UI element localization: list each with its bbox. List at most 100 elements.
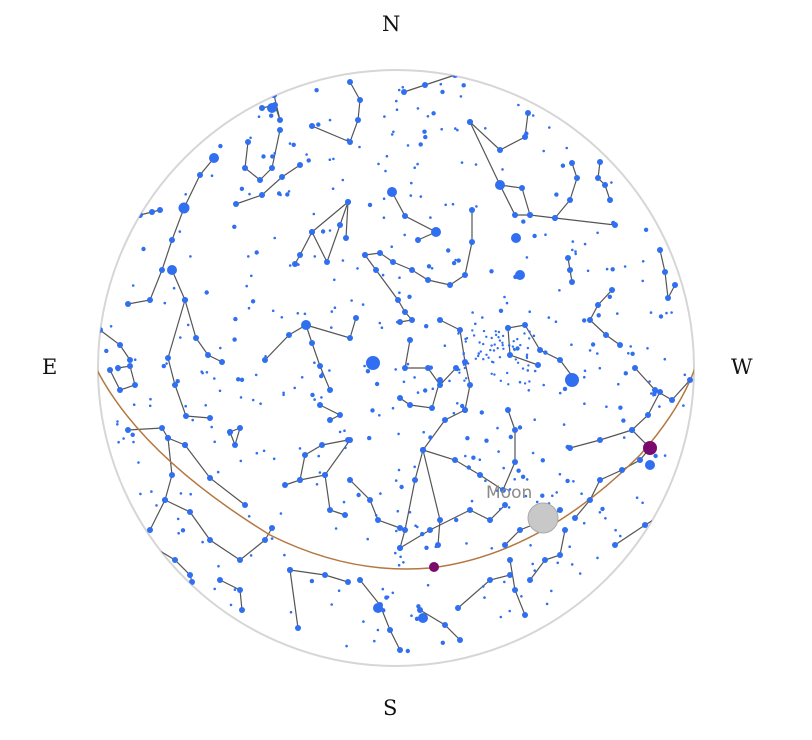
star — [376, 628, 380, 632]
star — [378, 414, 381, 417]
star — [330, 326, 333, 329]
constellation-line — [399, 379, 441, 409]
star — [127, 357, 133, 363]
star — [269, 113, 274, 118]
star — [416, 525, 419, 529]
star — [245, 139, 251, 145]
star — [249, 136, 252, 140]
star — [502, 347, 505, 350]
star — [507, 352, 513, 358]
star — [583, 369, 587, 373]
star — [508, 488, 512, 491]
star — [384, 169, 387, 173]
star — [165, 435, 171, 441]
star — [513, 348, 516, 352]
star — [410, 181, 413, 185]
star — [300, 376, 304, 379]
star — [207, 415, 213, 421]
star — [149, 209, 155, 215]
star — [345, 437, 351, 443]
star — [462, 363, 466, 366]
star — [572, 480, 575, 483]
star — [499, 615, 503, 619]
planet-southwest-icon[interactable] — [643, 441, 657, 455]
star — [451, 202, 455, 206]
star — [291, 142, 296, 147]
star — [382, 197, 386, 200]
star — [366, 356, 380, 370]
star — [495, 180, 505, 190]
moon-icon[interactable] — [527, 502, 559, 534]
star — [555, 491, 558, 494]
star — [490, 336, 493, 340]
star — [672, 282, 678, 288]
star — [306, 158, 311, 163]
horizon-circle — [97, 69, 695, 667]
star — [524, 131, 529, 136]
star — [420, 531, 425, 537]
star — [512, 212, 518, 218]
star — [341, 178, 345, 182]
star — [580, 492, 583, 496]
star — [184, 193, 187, 196]
star — [257, 115, 261, 118]
star — [186, 323, 190, 327]
star — [395, 99, 398, 103]
star — [334, 527, 338, 530]
star — [662, 269, 668, 275]
star — [353, 315, 359, 321]
star — [233, 316, 238, 322]
star — [157, 207, 163, 213]
star — [201, 540, 204, 544]
star — [283, 553, 286, 557]
star — [456, 128, 459, 132]
star — [116, 423, 119, 426]
star — [565, 478, 570, 484]
planet-south-icon[interactable] — [429, 562, 439, 572]
star — [452, 411, 456, 415]
star — [409, 317, 415, 323]
star — [328, 369, 331, 372]
star — [330, 603, 334, 606]
constellation-line — [391, 191, 438, 241]
compass-north: N — [382, 12, 401, 36]
star — [540, 458, 545, 463]
star — [237, 425, 243, 431]
star — [345, 199, 351, 205]
star — [616, 312, 619, 315]
star — [395, 297, 401, 303]
star — [496, 347, 499, 350]
star — [471, 455, 476, 460]
star — [330, 310, 334, 313]
star — [520, 474, 526, 479]
star — [104, 348, 109, 354]
star — [513, 274, 518, 280]
star — [518, 380, 522, 384]
star — [273, 152, 277, 155]
star — [245, 284, 248, 288]
star — [482, 329, 486, 333]
star — [597, 437, 603, 443]
star — [437, 377, 443, 383]
star — [528, 380, 531, 383]
star — [508, 434, 513, 440]
star — [398, 276, 401, 280]
star — [255, 451, 259, 455]
star — [467, 362, 470, 365]
star — [413, 376, 416, 379]
star — [454, 517, 459, 523]
constellation-line — [349, 479, 401, 529]
star — [597, 477, 603, 483]
star — [319, 442, 325, 448]
star — [374, 381, 380, 387]
star — [342, 512, 348, 518]
star — [187, 572, 193, 578]
star — [184, 404, 187, 408]
compass-east: E — [42, 355, 58, 379]
star — [460, 161, 464, 164]
star — [456, 402, 459, 405]
star — [347, 79, 353, 85]
star — [115, 365, 121, 371]
star — [529, 544, 532, 547]
star — [519, 185, 525, 191]
